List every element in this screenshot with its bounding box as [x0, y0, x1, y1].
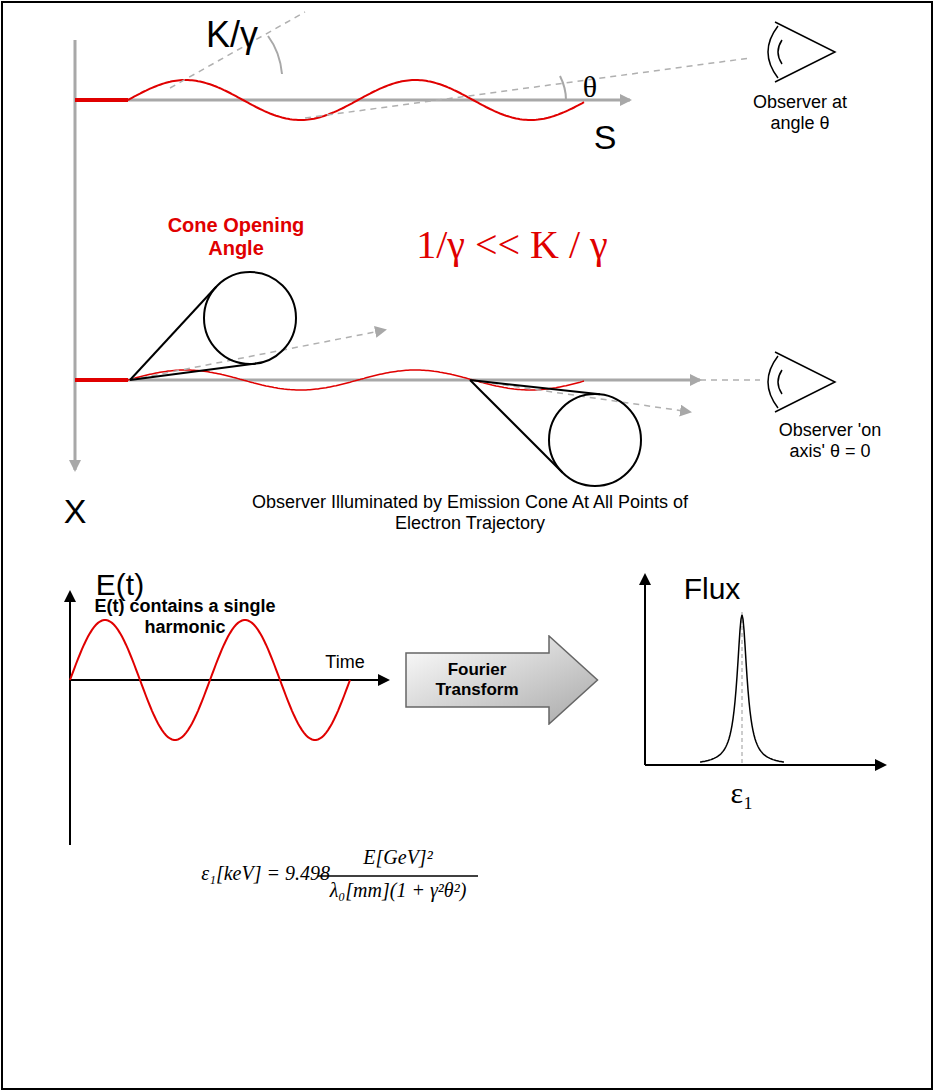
e-axis	[69, 592, 71, 845]
label: Time	[310, 652, 380, 673]
sight-line	[700, 379, 760, 381]
peak-marker	[742, 612, 743, 765]
x-axis	[74, 40, 77, 470]
energy-axis	[645, 764, 885, 766]
straight-section	[75, 378, 128, 382]
label: λ₀[mm](1 + γ²θ²)	[298, 879, 498, 902]
label: Cone Opening Angle	[146, 214, 326, 260]
label: E(t) contains a single harmonic	[85, 596, 285, 637]
label: Observer 'on axis' θ = 0	[765, 420, 895, 461]
label: S	[585, 118, 625, 157]
eye-symbol	[768, 352, 835, 412]
label: ε₁	[712, 776, 772, 811]
angle-arc	[268, 36, 282, 74]
s-axis	[75, 99, 630, 102]
time-axis	[70, 679, 388, 681]
tangent-line	[170, 12, 305, 88]
straight-section	[75, 98, 128, 102]
flux-axis	[644, 575, 646, 765]
label: 1/γ << K / γ	[362, 222, 662, 268]
field-wave	[70, 620, 350, 740]
label: θ	[570, 70, 610, 105]
label: ε₁[keV] = 9.498	[160, 862, 330, 885]
label: Observer Illuminated by Emission Cone At…	[250, 492, 690, 533]
sight-line	[305, 58, 750, 118]
s-axis	[75, 379, 700, 382]
node-text: Fourier Transform	[411, 660, 543, 701]
fraction-bar	[318, 875, 478, 877]
label: Observer at angle θ	[740, 92, 860, 133]
emission-cone	[130, 272, 641, 486]
flux-peak	[700, 615, 784, 762]
label: X	[55, 492, 95, 531]
angle-arc	[560, 76, 566, 100]
eye-symbol	[768, 22, 835, 82]
label: K/γ	[177, 14, 287, 55]
fourier-arrow: Fourier Transform	[405, 635, 599, 725]
label: Flux	[667, 572, 757, 607]
electron-trajectory	[128, 80, 584, 120]
label: E[GeV]²	[318, 846, 478, 869]
